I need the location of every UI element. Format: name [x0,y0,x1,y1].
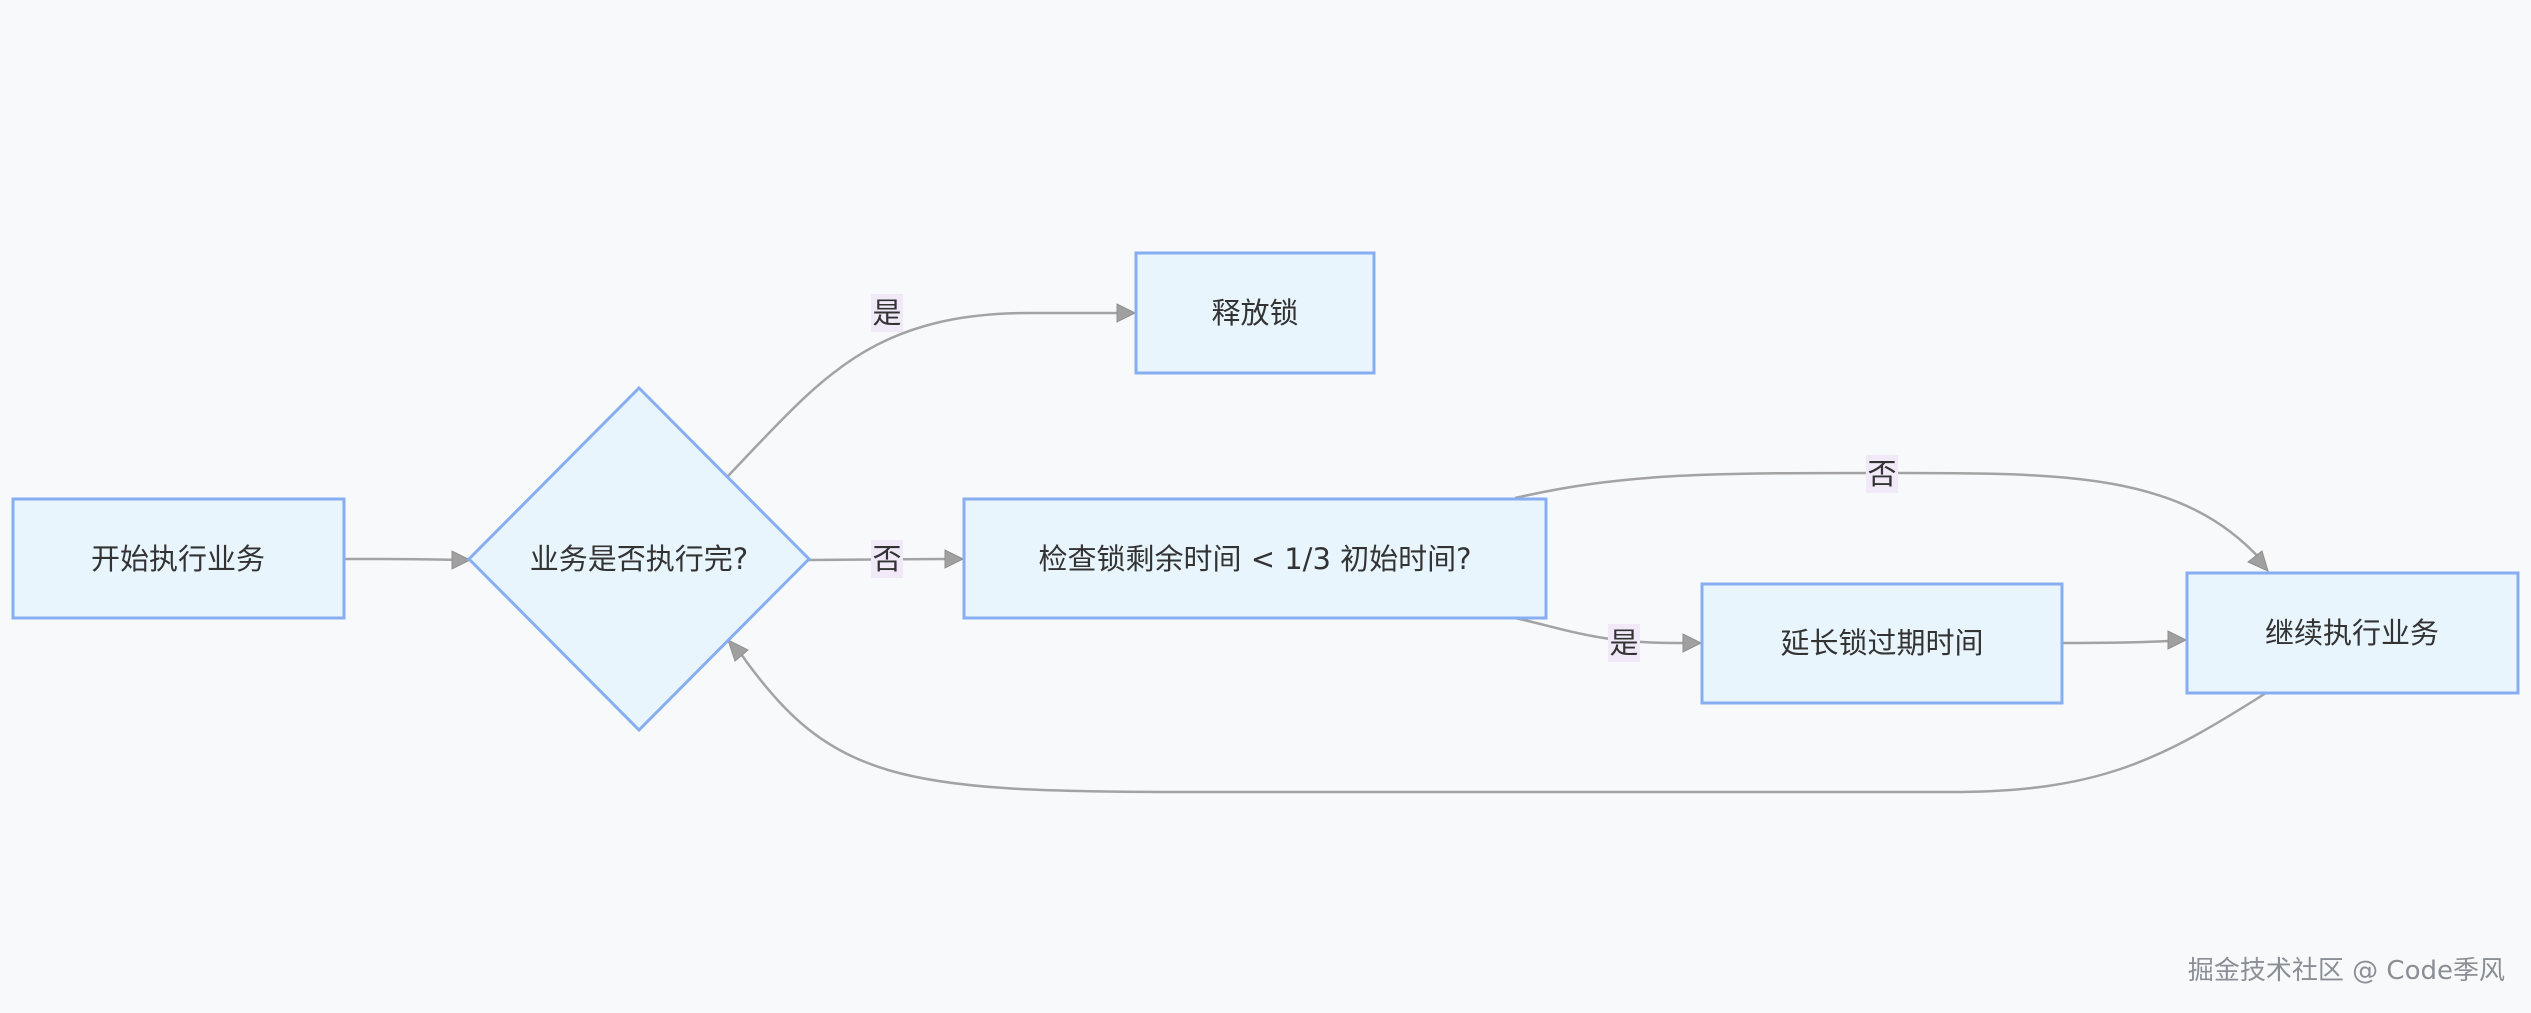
svg-text:是: 是 [1609,626,1638,660]
node-start[interactable]: 开始执行业务 [11,497,346,620]
arrowhead-decision-to-release [1116,303,1137,323]
edge-label-check-yes: 是 [1608,624,1640,662]
edge-label-done-yes: 是 [871,294,903,332]
node-continue-business[interactable]: 继续执行业务 [2185,571,2520,695]
node-release-lock[interactable]: 释放锁 [1134,251,1376,375]
node-start-label: 开始执行业务 [91,542,265,576]
node-decision-done[interactable]: 业务是否执行完? [466,385,812,733]
arrowhead-check-to-continue [2247,550,2269,572]
nodes: 开始执行业务 业务是否执行完? 释放锁 检查锁剩余时间 < 1/3 初始时间? … [11,251,2520,733]
node-extend-expiry[interactable]: 延长锁过期时间 [1700,582,2064,705]
edge-decision-to-release [727,311,1118,477]
node-continue-business-label: 继续执行业务 [2265,616,2439,650]
edge-label-done-no: 否 [871,540,903,578]
edge-labels: 是 否 否 是 [871,294,1898,662]
node-extend-expiry-label: 延长锁过期时间 [1780,626,1983,660]
arrowhead-extend-to-continue [2167,630,2188,650]
arrowhead-check-to-extend [1682,633,1703,653]
watermark: 掘金技术社区 @ Code季风 [2187,956,2505,986]
node-check-remaining[interactable]: 检查锁剩余时间 < 1/3 初始时间? [962,497,1548,620]
arrowhead-decision-to-check [944,549,965,569]
node-check-remaining-label: 检查锁剩余时间 < 1/3 初始时间? [1038,542,1471,576]
svg-text:是: 是 [872,296,901,330]
edge-continue-to-decision [739,653,2267,794]
edge-check-to-extend [1514,616,1686,645]
edge-label-check-no: 否 [1866,455,1898,493]
svg-text:否: 否 [1867,457,1896,491]
edge-start-to-decision [343,557,456,562]
svg-text:否: 否 [872,542,901,576]
arrowhead-start-to-decision [451,550,472,570]
edge-extend-to-continue [2061,639,2169,645]
arrowhead-continue-to-decision [727,639,749,662]
node-release-lock-label: 释放锁 [1211,296,1298,330]
edges [343,303,2269,794]
node-decision-done-label: 业务是否执行完? [530,542,748,576]
